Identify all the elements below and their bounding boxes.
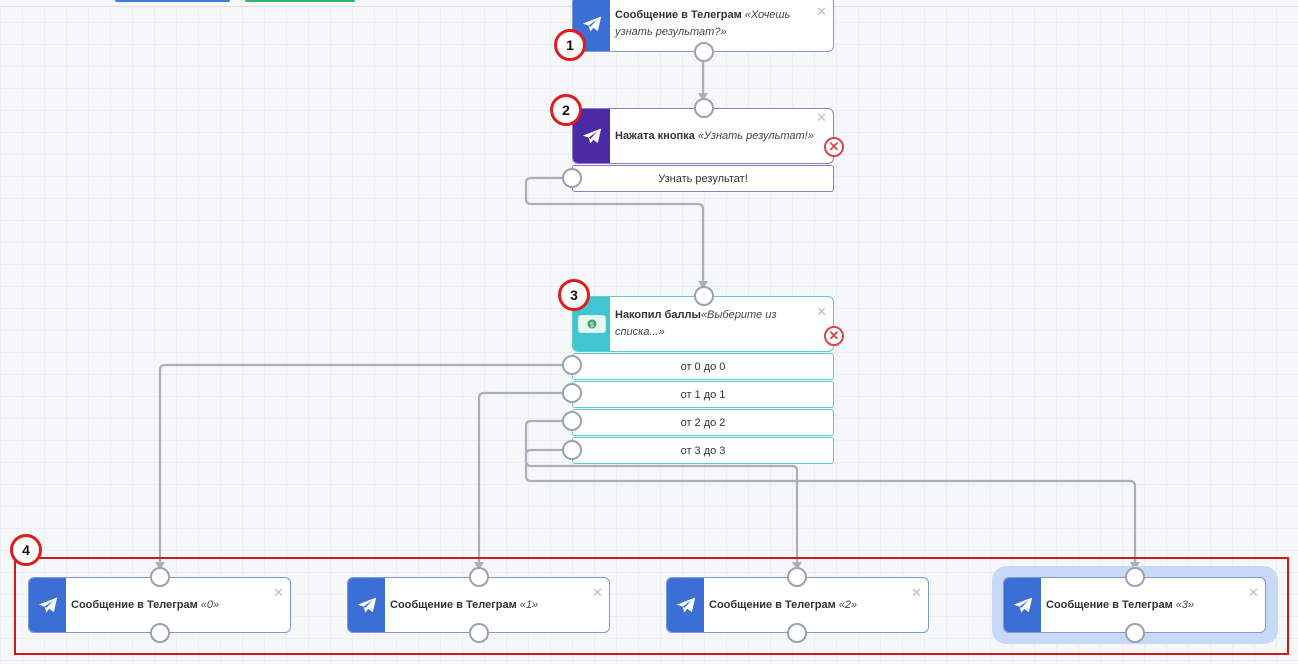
close-icon[interactable]: ✕	[816, 304, 827, 319]
arrow-points	[698, 281, 708, 289]
input-port[interactable]	[150, 567, 170, 587]
node-param: «3»	[1175, 598, 1195, 611]
arrow-out1	[474, 562, 484, 570]
toolbar-button-blue[interactable]	[115, 0, 230, 2]
input-port[interactable]	[787, 567, 807, 587]
output-port[interactable]	[562, 411, 582, 431]
node-text: Сообщение в Телеграм«1»	[390, 578, 591, 632]
delete-icon[interactable]: ✕	[824, 137, 844, 157]
points-option-2[interactable]: от 2 до 2	[572, 409, 834, 436]
node-param: «Хочешь узнать результат?»	[615, 9, 791, 38]
close-icon[interactable]: ✕	[273, 585, 284, 600]
node-param: «0»	[200, 598, 220, 611]
node-title: Сообщение в Телеграм	[390, 598, 517, 611]
node-title: Сообщение в Телеграм	[615, 9, 742, 21]
output-port[interactable]	[562, 168, 582, 188]
node-text: Сообщение в Телеграм«0»	[71, 578, 272, 632]
node-param: «1»	[519, 598, 539, 611]
output-port[interactable]	[562, 355, 582, 375]
output-port[interactable]	[694, 42, 714, 62]
node-title: Сообщение в Телеграм	[1046, 598, 1173, 611]
points-option-0[interactable]: от 0 до 0	[572, 353, 834, 380]
telegram-plane-icon	[667, 578, 704, 632]
wire-opt0	[158, 363, 571, 566]
close-icon[interactable]: ✕	[816, 4, 827, 19]
telegram-plane-icon	[29, 578, 66, 632]
node-title: Накопил баллы	[615, 309, 701, 321]
output-port[interactable]	[787, 623, 807, 643]
arrow-out0	[155, 562, 165, 570]
output-port[interactable]	[1125, 623, 1145, 643]
close-icon[interactable]: ✕	[911, 585, 922, 600]
output-port[interactable]	[562, 440, 582, 460]
node-telegram-message-top[interactable]: Сообщение в Телеграм«Хочешь узнать резул…	[572, 0, 834, 52]
output-group-frame	[14, 557, 1289, 655]
node-param: «Узнать результат!»	[697, 129, 814, 142]
node-param: «Выберите из списка...»	[615, 309, 777, 338]
input-port[interactable]	[469, 567, 489, 587]
wire-opt1	[477, 391, 571, 566]
node-text: Накопил баллы«Выберите из списка...»	[615, 297, 815, 351]
output-port[interactable]	[562, 383, 582, 403]
node-param: «2»	[838, 598, 858, 611]
wire-opt3	[524, 448, 1137, 566]
node-points-accumulated[interactable]: $ Накопил баллы«Выберите из списка...» ✕	[572, 296, 834, 352]
points-option-1[interactable]: от 1 до 1	[572, 381, 834, 408]
step-badge-2: 2	[550, 94, 582, 126]
step-badge-1: 1	[554, 29, 586, 61]
step-badge-3: 3	[558, 279, 590, 311]
button-option[interactable]: Узнать результат!	[572, 165, 834, 192]
node-title: Нажата кнопка	[615, 129, 695, 142]
telegram-plane-icon	[1004, 578, 1041, 632]
delete-icon[interactable]: ✕	[824, 326, 844, 346]
step-badge-4: 4	[10, 534, 42, 566]
output-port[interactable]	[150, 623, 170, 643]
node-text: Сообщение в Телеграм«Хочешь узнать резул…	[615, 0, 815, 51]
toolbar-button-green[interactable]	[245, 0, 355, 2]
node-title: Сообщение в Телеграм	[71, 598, 198, 611]
node-text: Сообщение в Телеграм«2»	[709, 578, 910, 632]
wire-button-to-points	[524, 176, 705, 284]
close-icon[interactable]: ✕	[816, 110, 827, 125]
close-icon[interactable]: ✕	[1248, 585, 1259, 600]
arrow-button	[698, 93, 708, 101]
node-text: Сообщение в Телеграм«3»	[1046, 578, 1247, 632]
input-port[interactable]	[1125, 567, 1145, 587]
input-port[interactable]	[694, 286, 714, 306]
output-port[interactable]	[469, 623, 489, 643]
points-option-3[interactable]: от 3 до 3	[572, 437, 834, 464]
svg-text:$: $	[589, 321, 593, 329]
money-icon: $	[573, 297, 610, 351]
wire-opt2	[524, 419, 799, 566]
telegram-plane-icon	[348, 578, 385, 632]
node-title: Сообщение в Телеграм	[709, 598, 836, 611]
node-text: Нажата кнопка«Узнать результат!»	[615, 109, 815, 163]
input-port[interactable]	[694, 98, 714, 118]
close-icon[interactable]: ✕	[592, 585, 603, 600]
arrow-out2	[792, 562, 802, 570]
